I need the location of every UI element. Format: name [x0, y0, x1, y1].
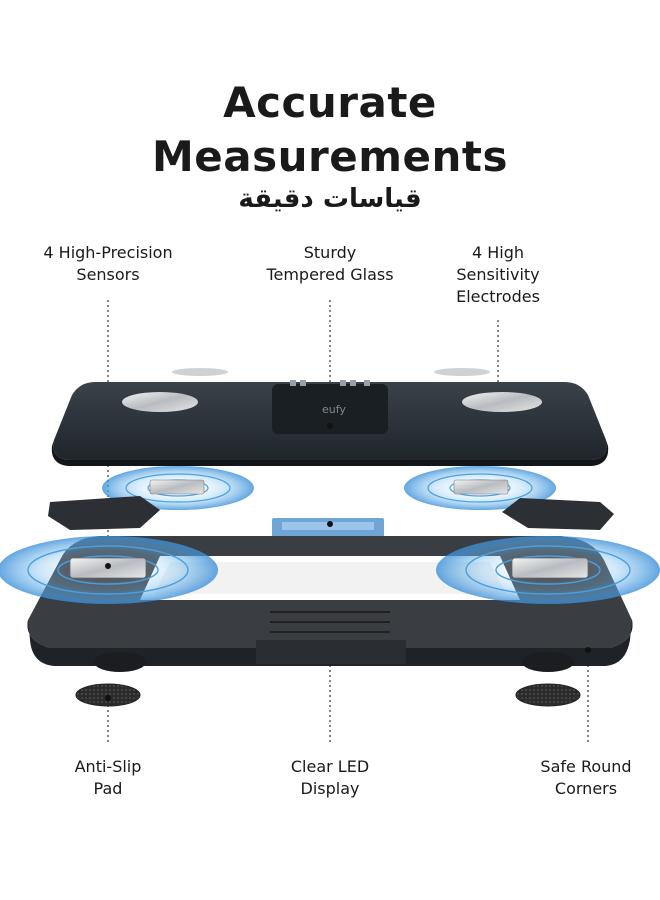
corner-cover — [48, 496, 160, 530]
eufy-logo-icon: eufy — [322, 403, 346, 416]
load-sensor-icon — [511, 557, 589, 579]
callout-text: Sensitivity — [456, 265, 540, 284]
callout-text: Corners — [554, 779, 618, 798]
callout-text: 4 High-Precision — [43, 243, 173, 262]
callout-corners: Safe Round Corners — [516, 756, 656, 800]
anti-slip-pad-icon — [515, 683, 581, 707]
callout-text: Clear LED — [290, 757, 370, 776]
callout-text: Sturdy — [303, 243, 357, 262]
callout-text: Display — [300, 779, 360, 798]
tempered-glass-top: eufy — [51, 380, 609, 466]
led-segment-icon — [290, 380, 370, 386]
callout-pad: Anti-Slip Pad — [40, 756, 176, 800]
callout-glass: Sturdy Tempered Glass — [240, 242, 420, 286]
callout-text: 4 High — [471, 243, 525, 262]
callout-electrodes: 4 High Sensitivity Electrodes — [430, 242, 566, 308]
led-display-module — [272, 518, 384, 540]
electrode-pad — [172, 368, 228, 376]
callout-text: Sensors — [76, 265, 140, 284]
electrode-pad — [434, 368, 490, 376]
electrode-icon — [122, 392, 198, 412]
callout-text: Safe Round — [540, 757, 632, 776]
callout-text: Electrodes — [456, 287, 540, 306]
heading-arabic: قياسات دقيقة — [238, 184, 422, 214]
callout-sensors: 4 High-Precision Sensors — [20, 242, 196, 286]
callout-display: Clear LED Display — [256, 756, 404, 800]
callout-text: Pad — [93, 779, 123, 798]
electrode-icon — [462, 392, 542, 412]
heading-line-1: Accurate — [223, 78, 437, 127]
heading-line-2: Measurements — [152, 132, 508, 181]
corner-cover — [502, 498, 614, 530]
callout-text: Tempered Glass — [266, 265, 394, 284]
callout-text: Anti-Slip — [74, 757, 142, 776]
